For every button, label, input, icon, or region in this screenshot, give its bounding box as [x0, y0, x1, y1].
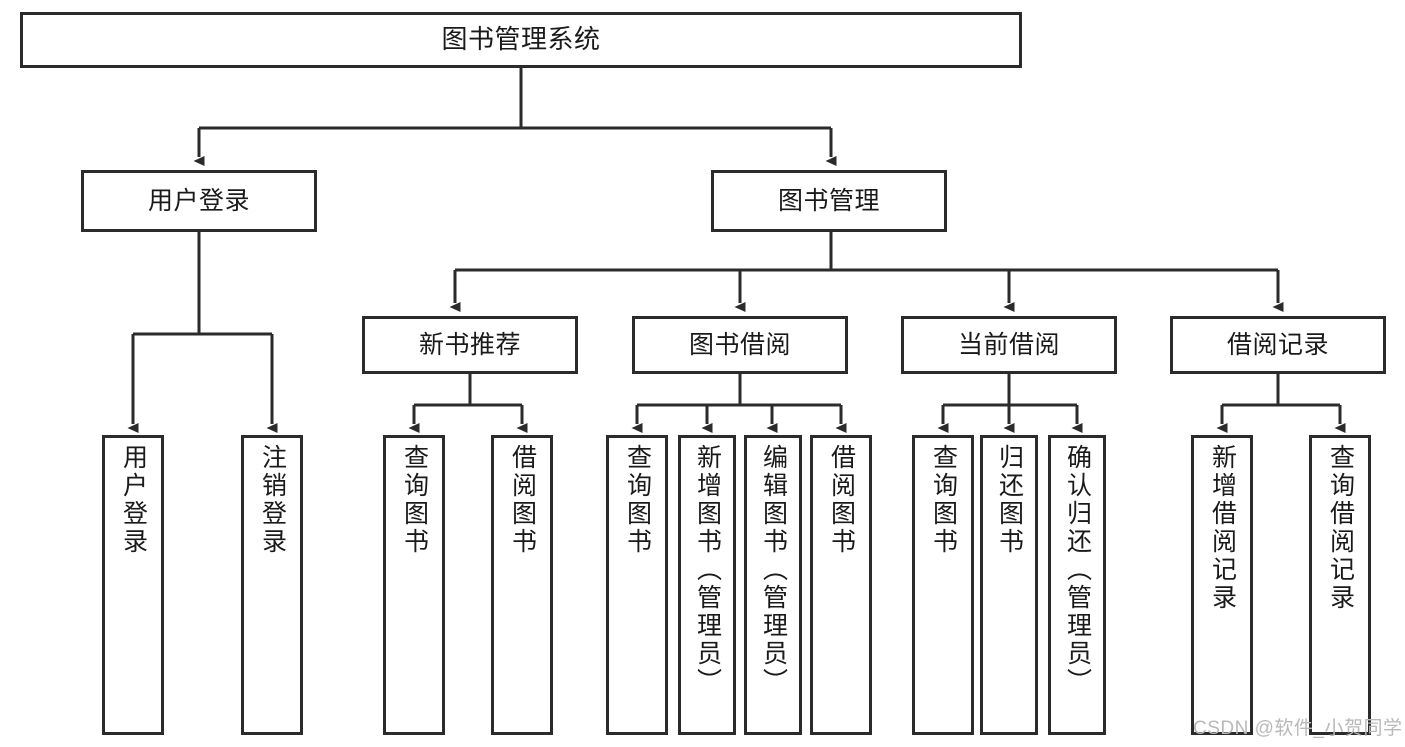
leaf-record-add[interactable]: 新增借阅记录	[1191, 435, 1253, 735]
node-book-management[interactable]: 图书管理	[711, 170, 947, 232]
node-label: 新增借阅记录	[1208, 444, 1237, 612]
node-label: 新增图书（管理员）	[693, 444, 722, 696]
node-borrow-record[interactable]: 借阅记录	[1170, 316, 1386, 374]
node-label: 借阅图书	[827, 444, 856, 556]
node-label: 归还图书	[995, 444, 1024, 556]
node-label: 图书借阅	[688, 331, 791, 359]
node-label: 借阅记录	[1226, 331, 1329, 359]
node-label: 查询图书	[929, 444, 958, 556]
node-label: 查询图书	[400, 444, 429, 556]
node-label: 新书推荐	[418, 331, 521, 359]
leaf-borrow-borrow-book[interactable]: 借阅图书	[810, 435, 872, 735]
node-label: 确认归还（管理员）	[1063, 444, 1092, 696]
node-current-borrow[interactable]: 当前借阅	[901, 316, 1117, 374]
csdn-watermark: CSDN @软件_小贺同学	[1193, 718, 1403, 739]
node-label: 注销登录	[258, 444, 287, 556]
node-label: 查询借阅记录	[1326, 444, 1355, 612]
node-label: 当前借阅	[957, 331, 1060, 359]
node-label: 图书管理系统	[441, 24, 601, 55]
node-user-login[interactable]: 用户登录	[81, 170, 317, 232]
node-book-borrow[interactable]: 图书借阅	[632, 316, 848, 374]
leaf-current-confirm-return[interactable]: 确认归还（管理员）	[1048, 435, 1106, 735]
node-label: 用户登录	[119, 444, 148, 556]
node-new-book-recommend[interactable]: 新书推荐	[362, 316, 578, 374]
leaf-recommend-query-book[interactable]: 查询图书	[383, 435, 445, 735]
node-system-title[interactable]: 图书管理系统	[20, 12, 1022, 68]
leaf-recommend-borrow-book[interactable]: 借阅图书	[491, 435, 553, 735]
leaf-borrow-edit-book[interactable]: 编辑图书（管理员）	[744, 435, 802, 735]
node-label: 借阅图书	[508, 444, 537, 556]
leaf-borrow-query-book[interactable]: 查询图书	[606, 435, 668, 735]
leaf-current-query-book[interactable]: 查询图书	[912, 435, 974, 735]
leaf-user-logout[interactable]: 注销登录	[241, 435, 303, 735]
node-label: 用户登录	[147, 187, 250, 215]
leaf-borrow-add-book[interactable]: 新增图书（管理员）	[678, 435, 736, 735]
leaf-user-login[interactable]: 用户登录	[102, 435, 164, 735]
node-label: 编辑图书（管理员）	[759, 444, 788, 696]
node-label: 查询图书	[623, 444, 652, 556]
leaf-current-return-book[interactable]: 归还图书	[980, 435, 1038, 735]
leaf-record-query[interactable]: 查询借阅记录	[1309, 435, 1371, 735]
node-label: 图书管理	[777, 187, 880, 215]
